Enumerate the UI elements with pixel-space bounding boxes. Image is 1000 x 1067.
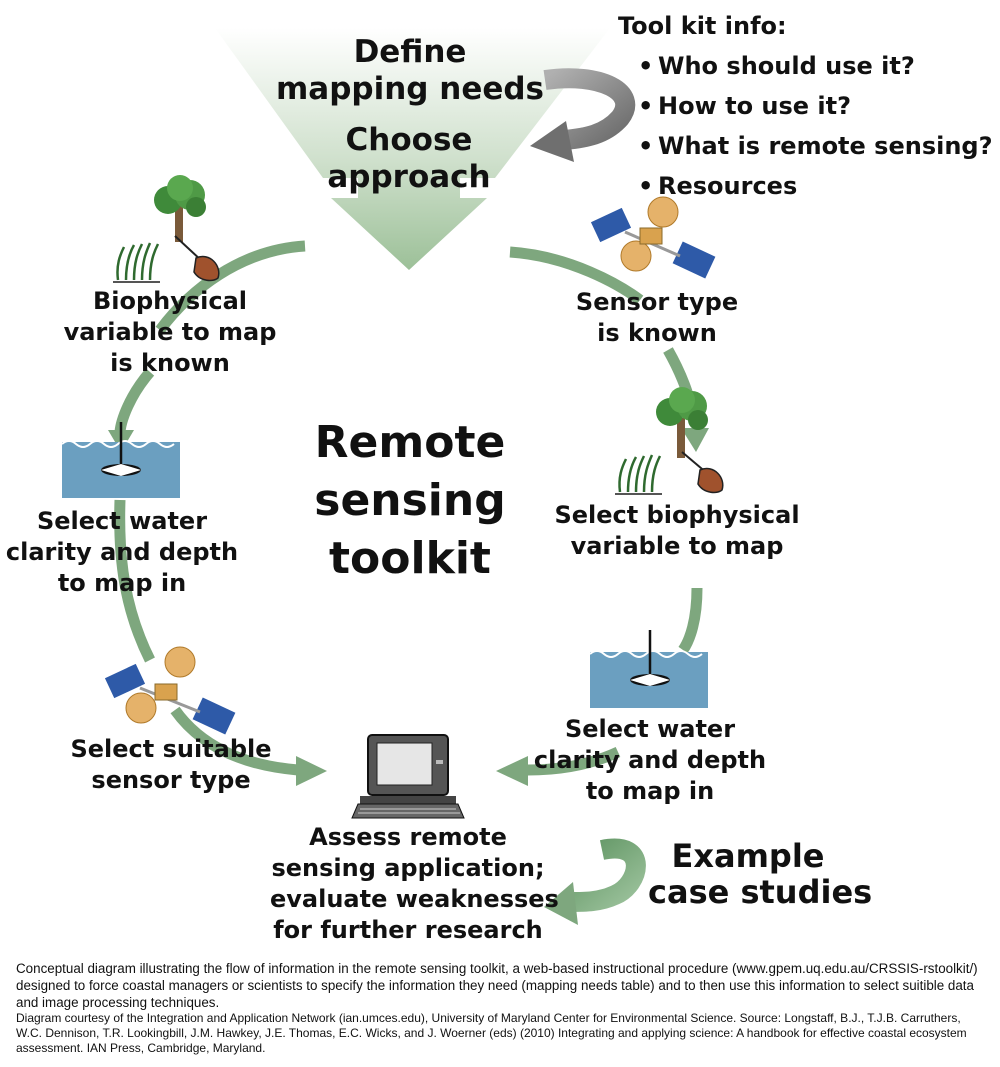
water-secchi-icon-left — [61, 422, 180, 498]
label-line: Select water — [36, 507, 208, 535]
toolkit-info-item: Resources — [638, 166, 993, 206]
figure-caption: Conceptual diagram illustrating the flow… — [16, 960, 982, 1056]
case-studies-curved-arrow — [544, 838, 646, 925]
left-water-clarity-label: Select water clarity and depth to map in — [0, 506, 244, 599]
label-line: variable to map — [63, 318, 277, 346]
left-cycle-arrowhead-assess — [296, 756, 327, 786]
satellite-icon-left — [104, 646, 236, 735]
toolkit-info-list: Who should use it? How to use it? What i… — [618, 46, 993, 206]
choose-approach-label: Choose approach — [300, 122, 518, 196]
label-line: Biophysical — [92, 287, 248, 315]
label-line: clarity and depth — [5, 538, 239, 566]
label-line: Select water — [564, 715, 736, 743]
caption-credit: Diagram courtesy of the Integration and … — [16, 1011, 967, 1055]
title-line: sensing — [314, 475, 506, 526]
sensor-known-label: Sensor type is known — [560, 287, 754, 349]
label-line: for further research — [273, 916, 543, 944]
label-line: Select suitable — [70, 735, 272, 763]
label-line: sensing application; — [271, 854, 545, 882]
label-line: sensor type — [91, 766, 251, 794]
label-line: variable to map — [570, 532, 784, 560]
label-line: Sensor type — [575, 288, 739, 316]
toolkit-info-item: Who should use it? — [638, 46, 993, 86]
caption-main: Conceptual diagram illustrating the flow… — [16, 961, 978, 1010]
mapping-needs-line: mapping needs — [275, 71, 545, 107]
seagrass-icon-left — [113, 242, 160, 283]
seagrass-icon-right — [615, 454, 662, 495]
satellite-icon-right — [590, 196, 716, 279]
center-title: Remote sensing toolkit — [290, 414, 530, 588]
label-line: is known — [597, 319, 717, 347]
tree-icon-left — [154, 175, 206, 242]
dugong-icon-right — [681, 451, 724, 494]
toolkit-info-item: How to use it? — [638, 86, 993, 126]
title-line: Remote — [314, 417, 506, 468]
label-line: to map in — [57, 569, 187, 597]
label-line: Select biophysical — [554, 501, 800, 529]
define-line: Define — [353, 34, 467, 70]
select-sensor-label: Select suitable sensor type — [60, 734, 282, 796]
dugong-icon-left — [174, 235, 220, 282]
water-secchi-icon-right — [589, 630, 708, 708]
toolkit-info-item: What is remote sensing? — [638, 126, 992, 166]
label-line: Example — [671, 837, 825, 875]
right-water-clarity-label: Select water clarity and depth to map in — [528, 714, 772, 807]
toolkit-info: Tool kit info: Who should use it? How to… — [618, 6, 993, 206]
tree-icon-right — [656, 387, 708, 458]
choose-line: Choose — [345, 122, 473, 158]
title-line: toolkit — [329, 533, 491, 584]
label-line: to map in — [585, 777, 715, 805]
label-line: is known — [110, 349, 230, 377]
label-line: case studies — [648, 873, 873, 911]
right-cycle-arrowhead-assess — [496, 756, 528, 786]
label-line: clarity and depth — [533, 746, 767, 774]
computer-icon — [351, 734, 465, 819]
label-line: Assess remote — [309, 823, 507, 851]
biophysical-known-label: Biophysical variable to map is known — [50, 286, 290, 379]
assess-label: Assess remote sensing application; evalu… — [270, 822, 559, 946]
right-cycle-arrow — [509, 246, 703, 776]
right-cycle-arrowhead-variable — [681, 428, 709, 452]
funnel-shape — [215, 28, 610, 270]
left-cycle-arrow — [114, 240, 306, 776]
toolkit-info-curved-arrow — [530, 68, 636, 162]
toolkit-info-title: Tool kit info: — [618, 12, 787, 40]
define-mapping-needs-label: Define mapping needs — [270, 34, 550, 108]
example-case-studies-label: Example case studies — [648, 837, 873, 911]
approach-line: approach — [327, 159, 491, 195]
label-line: evaluate weaknesses — [270, 885, 559, 913]
select-biophysical-label: Select biophysical variable to map — [550, 500, 804, 562]
